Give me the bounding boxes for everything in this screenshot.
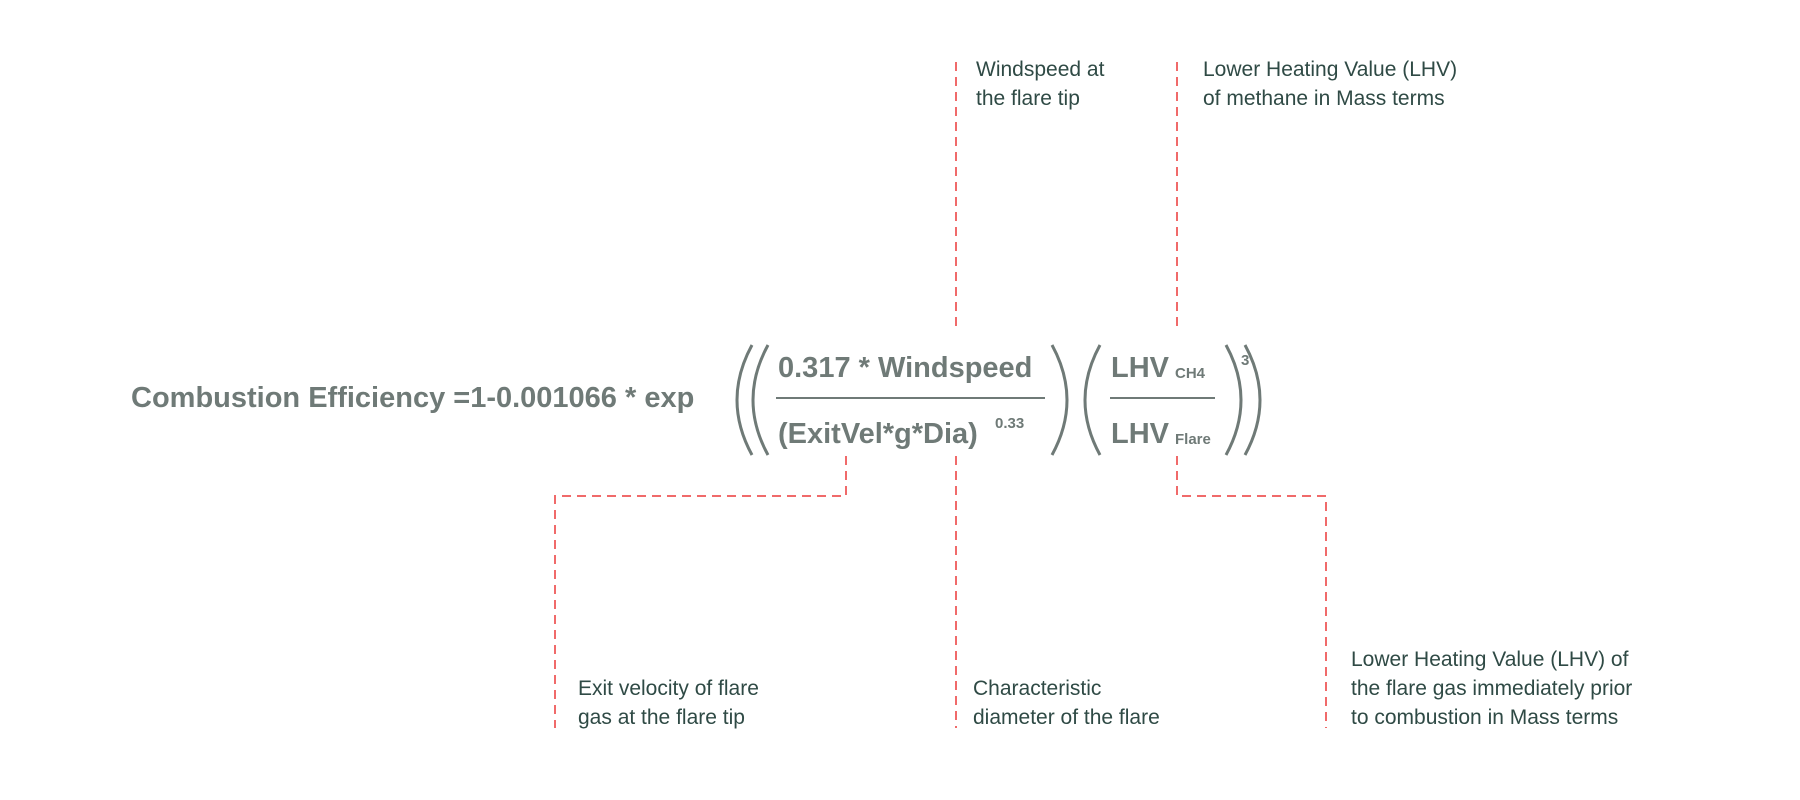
windspeed-numerator: 0.317 * Windspeed	[778, 352, 1033, 384]
lhv-numerator: LHV	[1111, 352, 1169, 384]
term2-left-paren	[1083, 344, 1102, 456]
annotation-line: gas at the flare tip	[578, 706, 745, 729]
annotation-line: the flare tip	[976, 87, 1080, 110]
annotation-exit-velocity: Exit velocity of flare gas at the flare …	[578, 674, 759, 732]
exponent-0-33: 0.33	[995, 415, 1025, 432]
outer-right-paren	[1243, 344, 1262, 456]
inner-left-paren-1	[751, 344, 770, 456]
annotation-line: the flare gas immediately prior	[1351, 677, 1633, 700]
annotation-line: of methane in Mass terms	[1203, 87, 1445, 110]
annotation-lhv-methane: Lower Heating Value (LHV) of methane in …	[1203, 55, 1457, 113]
leader-line-lhv-flare	[1176, 456, 1327, 728]
formula-lhs: Combustion Efficiency =1-0.001066 * exp	[131, 382, 695, 414]
term1-right-paren	[1050, 344, 1069, 456]
annotation-diameter: Characteristic diameter of the flare	[973, 674, 1160, 732]
outer-left-paren	[735, 344, 754, 456]
annotation-line: Lower Heating Value (LHV)	[1203, 58, 1458, 81]
leader-line-exit-velocity	[554, 456, 847, 728]
term2-right-paren	[1224, 344, 1243, 456]
annotation-line: to combustion in Mass terms	[1351, 706, 1619, 729]
lhv-ch4-subscript: CH4	[1175, 365, 1206, 382]
lhv-denominator: LHV	[1111, 418, 1169, 450]
annotation-line: Characteristic	[973, 677, 1102, 700]
annotation-line: Exit velocity of flare	[578, 677, 759, 700]
annotation-windspeed: Windspeed at the flare tip	[976, 55, 1104, 113]
exit-velocity-denominator: (ExitVel*g*Dia)	[778, 418, 978, 450]
annotation-line: diameter of the flare	[973, 706, 1160, 729]
annotation-line: Lower Heating Value (LHV) of	[1351, 648, 1629, 671]
lhv-flare-subscript: Flare	[1175, 431, 1211, 448]
annotation-lhv-flare: Lower Heating Value (LHV) of the flare g…	[1351, 645, 1632, 732]
exponent-3: 3	[1241, 352, 1250, 369]
annotation-line: Windspeed at	[976, 58, 1105, 81]
